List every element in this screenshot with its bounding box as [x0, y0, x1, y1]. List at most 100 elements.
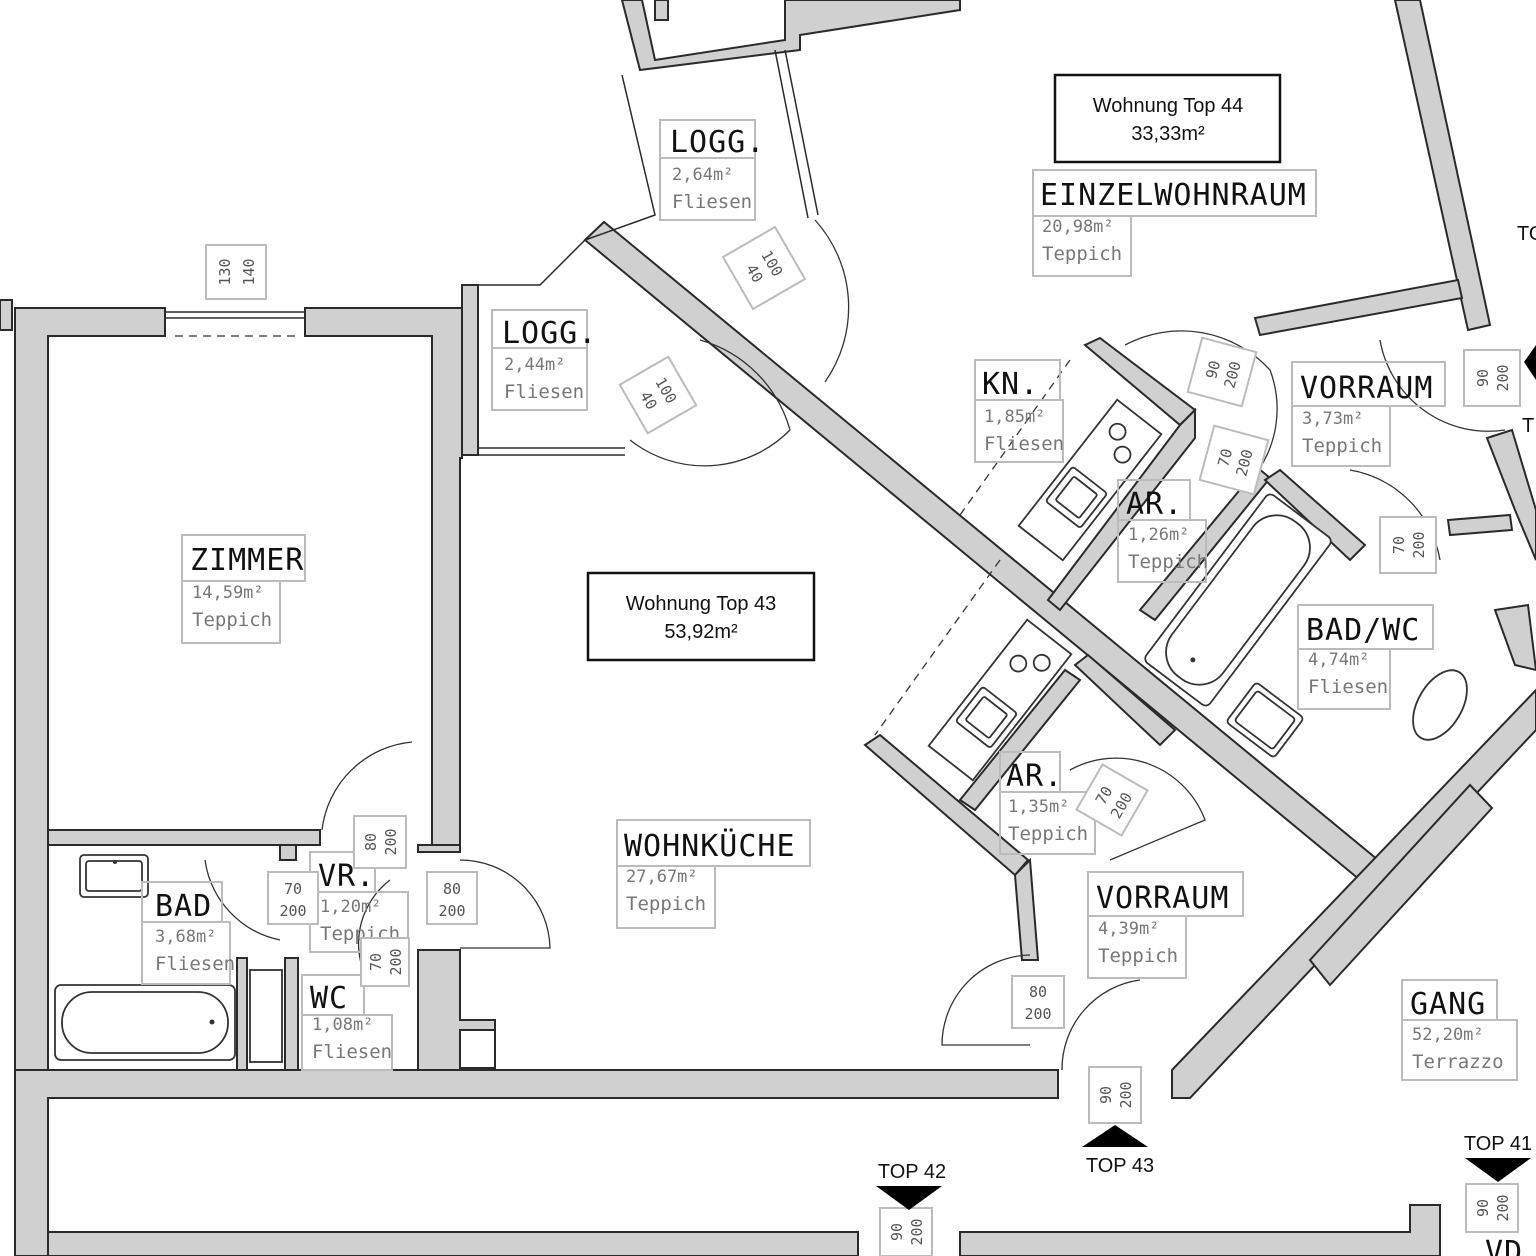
room-label-wc: WC 1,08m² Fliesen [301, 974, 393, 1071]
dim-ar2-door: 70 200 [1075, 763, 1149, 837]
dim-height: 200 [387, 948, 405, 975]
dim-height: 200 [438, 902, 465, 920]
room-area: 2,44m² [504, 355, 565, 375]
entrance-arrow-right-icon [1524, 345, 1536, 380]
room-name: LOGG. [502, 316, 597, 351]
room-floor: Fliesen [1308, 676, 1388, 698]
dim-width: 80 [1029, 983, 1047, 1001]
unit-area-top43: 53,92m² [664, 621, 738, 643]
entrance-arrow-down-icon [1465, 1158, 1531, 1182]
room-floor: Teppich [1302, 435, 1382, 457]
unit-area-top44: 33,33m² [1131, 123, 1205, 145]
dim-height: 200 [1024, 1005, 1051, 1023]
dim-window: 130 140 [205, 244, 267, 300]
room-floor: Fliesen [984, 433, 1064, 455]
entrance-label: TOP 43 [1086, 1155, 1154, 1177]
dim-kn-door: 90 200 [1186, 336, 1258, 408]
room-name: EINZELWOHNRAUM [1040, 178, 1307, 213]
dim-logg1-door: 100 40 [721, 225, 807, 311]
dim-width: 70 [284, 880, 302, 898]
bathtub-left [54, 984, 236, 1061]
room-area: 14,59m² [192, 583, 264, 603]
dim-height: 200 [279, 902, 306, 920]
room-name: WC [310, 981, 348, 1016]
room-floor: Teppich [1008, 823, 1088, 845]
room-floor: Teppich [626, 893, 706, 915]
washbasin-left [79, 854, 149, 898]
entrance-label: TOP 41 [1464, 1133, 1532, 1155]
room-floor: Fliesen [312, 1041, 392, 1063]
room-area: 52,20m² [1412, 1025, 1484, 1045]
unit-box-top43 [586, 571, 816, 662]
room-label-gang: GANG 52,20m² Terrazzo [1401, 979, 1518, 1081]
room-name: AR. [1126, 487, 1183, 522]
room-area: 20,98m² [1042, 217, 1114, 237]
room-floor: Fliesen [672, 191, 752, 213]
room-name: BAD [155, 889, 212, 924]
room-area: 4,39m² [1098, 919, 1159, 939]
entrance-arrow-up-icon [1082, 1125, 1148, 1147]
room-label-vorraum44: VORRAUM 3,73m² Teppich [1291, 361, 1446, 467]
dim-zimmer-door: 80 200 [353, 815, 407, 869]
dim-width: 130 [216, 258, 234, 285]
dim-width: 90 [1474, 369, 1492, 387]
room-name: LOGG. [670, 125, 765, 160]
room-area: 3,73m² [1302, 409, 1363, 429]
dim-bad-door: 70 200 [267, 871, 319, 925]
room-area: 1,20m² [320, 897, 381, 917]
dim-vorraum-door: 70 200 [1198, 424, 1270, 496]
room-label-kn: KN. 1,85m² Fliesen [974, 359, 1064, 463]
dim-height: 200 [382, 828, 400, 855]
room-label-vorraum43: VORRAUM 4,39m² Teppich [1087, 871, 1244, 979]
room-area: 2,64m² [672, 165, 733, 185]
room-floor: Teppich [1098, 945, 1178, 967]
room-floor: Fliesen [155, 953, 235, 975]
dim-height: 200 [1494, 364, 1512, 391]
dim-logg2-door: 100 40 [618, 355, 698, 435]
room-area: 4,74m² [1308, 650, 1369, 670]
unit-label-top44: Wohnung Top 44 33,33m² [1053, 73, 1282, 164]
dim-height: 140 [240, 258, 258, 285]
bathtub-right [1144, 493, 1332, 707]
room-name: GANG [1410, 987, 1486, 1022]
room-area: 1,26m² [1128, 525, 1189, 545]
room-label-zimmer: ZIMMER 14,59m² Teppich [181, 534, 306, 644]
entrance-top43: TOP 43 [1082, 1125, 1154, 1177]
room-name: ZIMMER [190, 543, 304, 578]
room-area: 1,85m² [984, 407, 1045, 427]
edge-fragment: T [1522, 415, 1534, 437]
room-label-ar1: AR. 1,26m² Teppich [1117, 479, 1208, 583]
dim-wc-door: 70 200 [360, 937, 410, 987]
dim-width: 90 [1474, 1199, 1492, 1217]
dim-height: 200 [1117, 1081, 1135, 1108]
unit-title-top44: Wohnung Top 44 [1093, 95, 1244, 117]
room-name: VORRAUM [1096, 881, 1229, 916]
room-floor: Teppich [1042, 243, 1122, 265]
dim-width: 80 [362, 833, 380, 851]
dim-width: 90 [888, 1223, 906, 1241]
room-area: 3,68m² [155, 927, 216, 947]
washbasin-right [1226, 682, 1304, 758]
unit-label-top43: Wohnung Top 43 53,92m² [586, 571, 816, 662]
entrance-top41: TOP 41 [1464, 1133, 1532, 1182]
room-label-einzelwohnraum: EINZELWOHNRAUM 20,98m² Teppich [1032, 169, 1317, 277]
dim-top44-entry: 90 200 [1463, 349, 1521, 407]
room-floor: Teppich [192, 609, 272, 631]
room-floor: Teppich [1128, 551, 1208, 573]
kitchen-top43 [927, 618, 1073, 782]
dim-height: 200 [1494, 1194, 1512, 1221]
room-floor: Fliesen [504, 381, 584, 403]
dim-width: 70 [367, 953, 385, 971]
dim-top42-entry: 90 200 [879, 1207, 933, 1256]
dim-width: 80 [443, 880, 461, 898]
room-name: WOHNKÜCHE [624, 828, 796, 864]
dim-badwc-door: 70 200 [1379, 516, 1437, 574]
room-area: 1,35m² [1008, 797, 1069, 817]
entrance-arrow-down-icon [876, 1186, 942, 1210]
dim-vr-door: 80 200 [426, 871, 478, 925]
unit-title-top43: Wohnung Top 43 [626, 593, 777, 615]
kitchen-top44 [1017, 398, 1163, 562]
windows [165, 49, 1071, 736]
